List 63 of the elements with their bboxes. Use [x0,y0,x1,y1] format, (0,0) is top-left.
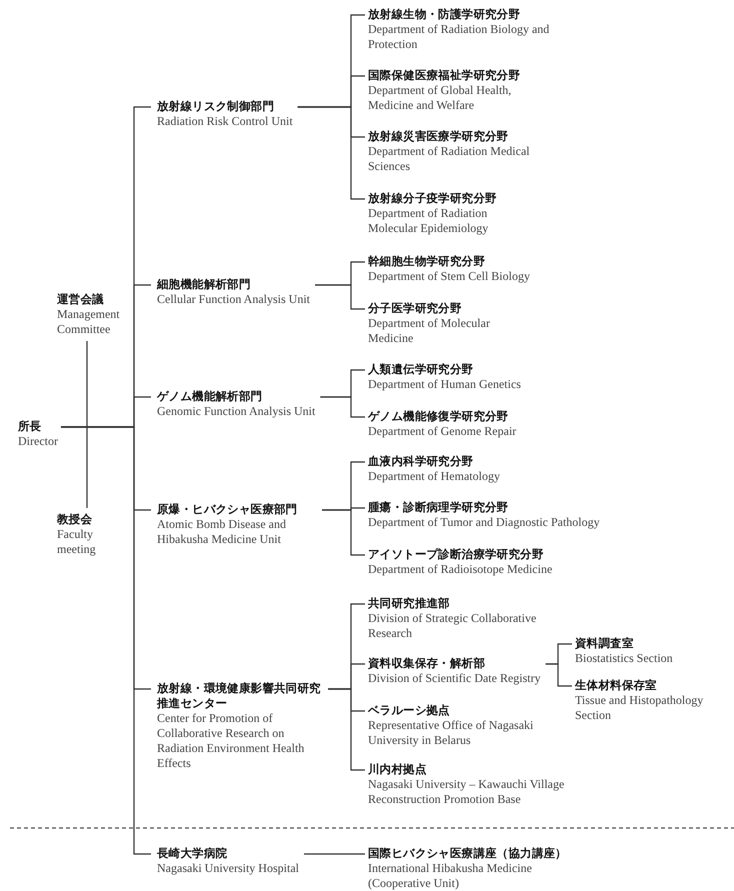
japanese-label: 国際保健医療福祉学研究分野 [368,68,522,83]
japanese-label: 生体材料保存室 [575,678,658,693]
japanese-label: 放射線生物・防護学研究分野 [368,7,522,22]
english-label: Cellular Function Analysis Unit [157,292,310,307]
japanese-label: 川内村拠点 [368,762,428,777]
english-label: Department of Global Health, Medicine and Welfare [368,83,512,113]
connector-line [60,426,151,855]
english-label: Department of Genome Repair [368,424,516,439]
english-label: Director [18,434,58,449]
english-label: Biostatistics Section [575,651,673,666]
english-label: Representative Office of Nagasaki University in Belarus [368,718,534,748]
connector-line [322,509,365,556]
connector-line [304,853,365,855]
japanese-label: ゲノム機能解析部門 [157,389,264,404]
english-label: Nagasaki University – Kawauchi Village Reconstruction Promotion Base [368,777,566,807]
english-label: Division of Scientific Date Registry [368,671,541,686]
english-label: Tissue and Histopathology Section [575,693,704,723]
english-label: Genomic Function Analysis Unit [157,404,316,419]
english-label: Center for Promotion of Collaborative Research on Radiation Environment Health Effects [157,711,306,771]
japanese-label: 血液内科学研究分野 [368,454,474,469]
english-label: Nagasaki University Hospital [157,861,299,876]
connector-line [320,396,365,418]
english-label: Department of Human Genetics [368,377,521,392]
japanese-label: 幹細胞生物学研究分野 [368,254,486,269]
english-label: Department of Radiation Biology and Protection [368,22,550,52]
japanese-label: 放射線・環境健康影響共同研究推進センター [157,681,322,711]
japanese-label: 国際ヒバクシャ医療講座（協力講座） [368,846,568,861]
english-label: Department of Hematology [368,469,500,484]
english-label: Department of Radiation Molecular Epidemiology [368,206,490,236]
english-label: Department of Stem Cell Biology [368,269,530,284]
japanese-label: 運営会議 [57,292,105,307]
english-label: Atomic Bomb Disease and Hibakusha Medicine Unit [157,517,287,547]
japanese-label: 腫瘍・診断病理学研究分野 [368,500,510,515]
japanese-label: 放射線災害医療学研究分野 [368,129,510,144]
english-label: International Hibakusha Medicine (Cooperative Unit) [368,861,533,891]
japanese-label: ゲノム機能修復学研究分野 [368,409,510,424]
english-label: Radiation Risk Control Unit [157,114,293,129]
connector-line [546,663,572,687]
english-label: Faculty meeting [57,527,97,557]
japanese-label: 共同研究推進部 [368,596,451,611]
japanese-label: 資料収集保存・解析部 [368,656,486,671]
english-label: Division of Strategic Collaborative Research [368,611,538,641]
english-label: Department of Tumor and Diagnostic Pathology [368,515,600,530]
japanese-label: 教授会 [57,512,94,527]
english-label: Department of Radiation Medical Sciences [368,144,531,174]
japanese-label: ベラルーシ拠点 [368,703,451,718]
english-label: Department of Radioisotope Medicine [368,562,552,577]
japanese-label: 長崎大学病院 [157,846,228,861]
connector-line [298,106,365,200]
connector-line [86,341,88,508]
connector-line [315,284,365,310]
japanese-label: 放射線分子疫学研究分野 [368,191,498,206]
japanese-label: 放射線リスク制御部門 [157,99,276,114]
connector-line [328,688,365,771]
japanese-label: 資料調査室 [575,636,635,651]
japanese-label: 原爆・ヒバクシャ医療部門 [157,502,298,517]
japanese-label: アイソトープ診断治療学研究分野 [368,547,545,562]
japanese-label: 所長 [18,419,42,434]
english-label: Management Committee [57,307,121,337]
japanese-label: 人類遺伝学研究分野 [368,362,474,377]
japanese-label: 分子医学研究分野 [368,301,463,316]
english-label: Department of Molecular Medicine [368,316,491,346]
japanese-label: 細胞機能解析部門 [157,277,252,292]
